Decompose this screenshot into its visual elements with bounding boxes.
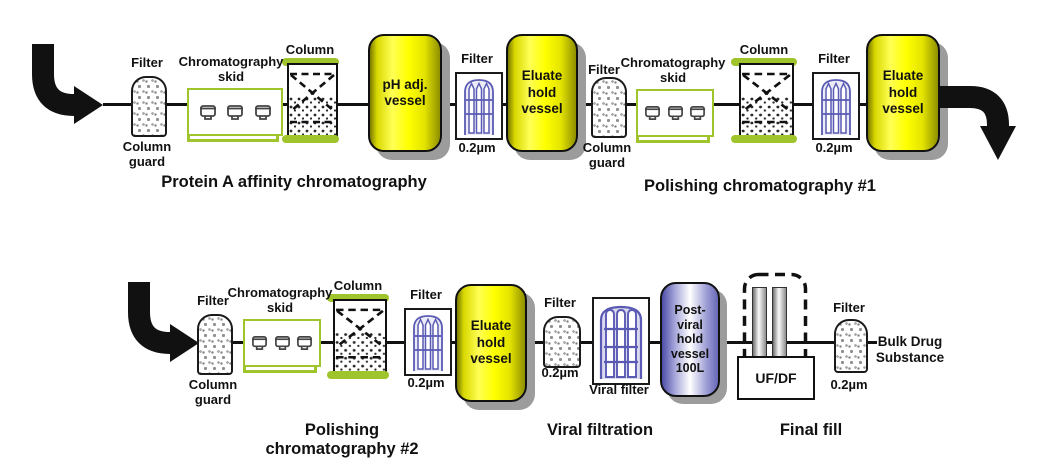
skid-base-bracket — [636, 135, 710, 143]
column-cap-top — [731, 58, 797, 66]
cartridge-filter-icon — [404, 308, 452, 376]
cartridge-filter-icon — [455, 72, 503, 140]
section-label-polishing-2: Polishing chromatography #2 — [265, 421, 419, 458]
bulk-drug-substance-label: Bulk Drug Substance — [875, 334, 945, 365]
chromatography-skid-icon — [187, 88, 283, 136]
cartridge-filter-icon — [812, 72, 860, 140]
column-guard-filter-icon — [197, 314, 233, 375]
pore-size-label: 0.2µm — [815, 140, 853, 155]
column-cap-top — [282, 58, 339, 66]
eluate-hold-vessel: Eluate hold vessel — [506, 34, 578, 152]
column-cap-top — [327, 294, 389, 302]
column-guard-filter-icon — [591, 77, 627, 138]
pore-size-label: 0.2µm — [830, 377, 868, 392]
chromatography-column-icon — [287, 63, 338, 142]
filter-label: Filter — [588, 62, 620, 77]
column-guard-label: Column guard — [188, 377, 238, 407]
column-cap-bottom — [282, 135, 339, 143]
column-label: Column — [739, 42, 789, 57]
filter-label: Filter — [461, 51, 493, 66]
chromatography-column-icon — [739, 63, 794, 142]
pump-icon — [274, 336, 290, 350]
pump-icon — [644, 106, 660, 120]
prefilter-icon — [543, 316, 581, 368]
flow-in-arrow-row1 — [32, 44, 103, 124]
chromatography-skid-label: Chromatography skid — [178, 54, 284, 84]
pore-size-label: 0.2µm — [458, 140, 496, 155]
filter-label: Filter — [833, 300, 865, 315]
section-label-protein-a: Protein A affinity chromatography — [161, 173, 427, 191]
section-label-final-fill: Final fill — [779, 421, 843, 439]
flow-out-arrow-row1 — [940, 86, 1016, 160]
filter-label: Filter — [818, 51, 850, 66]
pump-icon — [251, 336, 267, 350]
section-label-viral-filtration: Viral filtration — [546, 421, 654, 439]
chromatography-skid-label: Chromatography skid — [227, 285, 333, 315]
column-cap-bottom — [327, 371, 389, 379]
column-label: Column — [333, 278, 383, 293]
post-viral-hold-vessel: Post- viral hold vessel 100L — [660, 282, 720, 397]
filter-label: Filter — [410, 287, 442, 302]
column-guard-label: Column guard — [122, 139, 172, 169]
chromatography-column-icon — [333, 299, 387, 377]
filter-label: Filter — [197, 293, 229, 308]
viral-filter-icon — [592, 297, 650, 385]
column-label: Column — [285, 42, 335, 57]
final-filter-icon — [834, 319, 868, 373]
column-cap-bottom — [731, 135, 797, 143]
section-label-polishing-1: Polishing chromatography #1 — [644, 177, 876, 195]
process-line-row2 — [199, 341, 877, 344]
ufdf-unit: UF/DF — [737, 356, 815, 400]
ph-adjust-vessel: pH adj. vessel — [368, 34, 442, 152]
eluate-hold-vessel: Eluate hold vessel — [866, 34, 940, 152]
flow-in-arrow-row2 — [128, 282, 199, 362]
pump-icon — [690, 106, 706, 120]
column-guard-filter-icon — [131, 76, 167, 137]
pore-size-label: 0.2µm — [407, 375, 445, 390]
pore-size-label: 0.2µm — [541, 365, 579, 380]
pump-icon — [297, 336, 313, 350]
pump-icon — [227, 104, 243, 120]
viral-filter-label: Viral filter — [589, 382, 649, 397]
ufdf-membrane-icon — [772, 287, 787, 360]
chromatography-skid-icon — [636, 89, 714, 137]
pump-icon — [254, 104, 271, 120]
pump-icon — [199, 104, 216, 120]
skid-base-bracket — [187, 134, 279, 142]
filter-label: Filter — [131, 55, 163, 70]
eluate-hold-vessel: Eluate hold vessel — [455, 284, 527, 402]
skid-base-bracket — [243, 365, 317, 373]
column-guard-label: Column guard — [582, 140, 632, 170]
filter-label: Filter — [544, 295, 576, 310]
pump-icon — [667, 106, 683, 120]
ufdf-membrane-icon — [752, 287, 767, 360]
chromatography-skid-icon — [243, 319, 321, 367]
chromatography-skid-label: Chromatography skid — [620, 55, 726, 85]
